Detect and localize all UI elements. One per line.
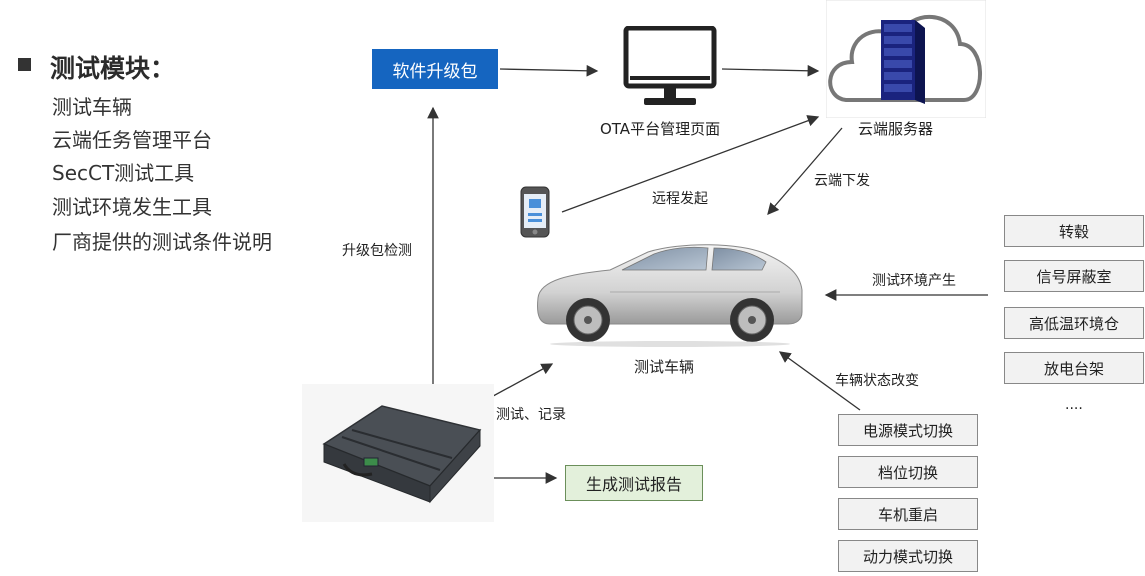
arrow-cloud-dispatch bbox=[767, 127, 843, 215]
env-box-dynamometer: 转毂 bbox=[1004, 215, 1144, 247]
env-more-ellipsis: .... bbox=[1065, 397, 1083, 413]
test-tool-case-image bbox=[302, 384, 494, 522]
remote-initiate-label: 远程发起 bbox=[652, 191, 708, 207]
module-item: 测试车辆 bbox=[52, 95, 132, 119]
ota-page-label: OTA平台管理页面 bbox=[600, 120, 721, 138]
bullet-square bbox=[18, 58, 31, 71]
test-vehicle-image bbox=[537, 244, 803, 347]
cloud-server-label: 云端服务器 bbox=[858, 120, 934, 138]
software-package-box: 软件升级包 bbox=[372, 49, 498, 89]
arrow-ota-to-cloud bbox=[721, 64, 820, 77]
arrow-package-to-ota bbox=[499, 64, 599, 77]
env-box-temperature-chamber: 高低温环境仓 bbox=[1004, 307, 1144, 339]
arrow-remote-initiate bbox=[561, 115, 820, 213]
cloud-server-icon bbox=[826, 0, 986, 118]
monitor-icon bbox=[623, 26, 717, 105]
vehicle-label: 测试车辆 bbox=[634, 358, 695, 376]
env-box-discharge-rig: 放电台架 bbox=[1004, 352, 1144, 384]
module-item: 厂商提供的测试条件说明 bbox=[52, 230, 272, 254]
cloud-dispatch-label: 云端下发 bbox=[814, 173, 870, 189]
state-box-gear-switch: 档位切换 bbox=[838, 456, 978, 488]
state-change-label: 车辆状态改变 bbox=[835, 373, 919, 389]
module-item: 云端任务管理平台 bbox=[52, 128, 212, 152]
state-box-head-unit-reboot: 车机重启 bbox=[838, 498, 978, 530]
state-box-power-mode: 电源模式切换 bbox=[838, 414, 978, 446]
module-item: 测试环境发生工具 bbox=[52, 195, 212, 219]
module-item: SecCT测试工具 bbox=[52, 161, 195, 185]
package-detect-label: 升级包检测 bbox=[342, 243, 412, 259]
phone-icon bbox=[520, 186, 550, 238]
env-generate-label: 测试环境产生 bbox=[872, 273, 956, 289]
env-box-shield-room: 信号屏蔽室 bbox=[1004, 260, 1144, 292]
test-report-box: 生成测试报告 bbox=[565, 465, 703, 501]
test-record-label: 测试、记录 bbox=[496, 407, 566, 423]
state-box-drive-mode: 动力模式切换 bbox=[838, 540, 978, 572]
arrow-state-change bbox=[778, 351, 861, 411]
section-heading: 测试模块： bbox=[50, 54, 176, 83]
